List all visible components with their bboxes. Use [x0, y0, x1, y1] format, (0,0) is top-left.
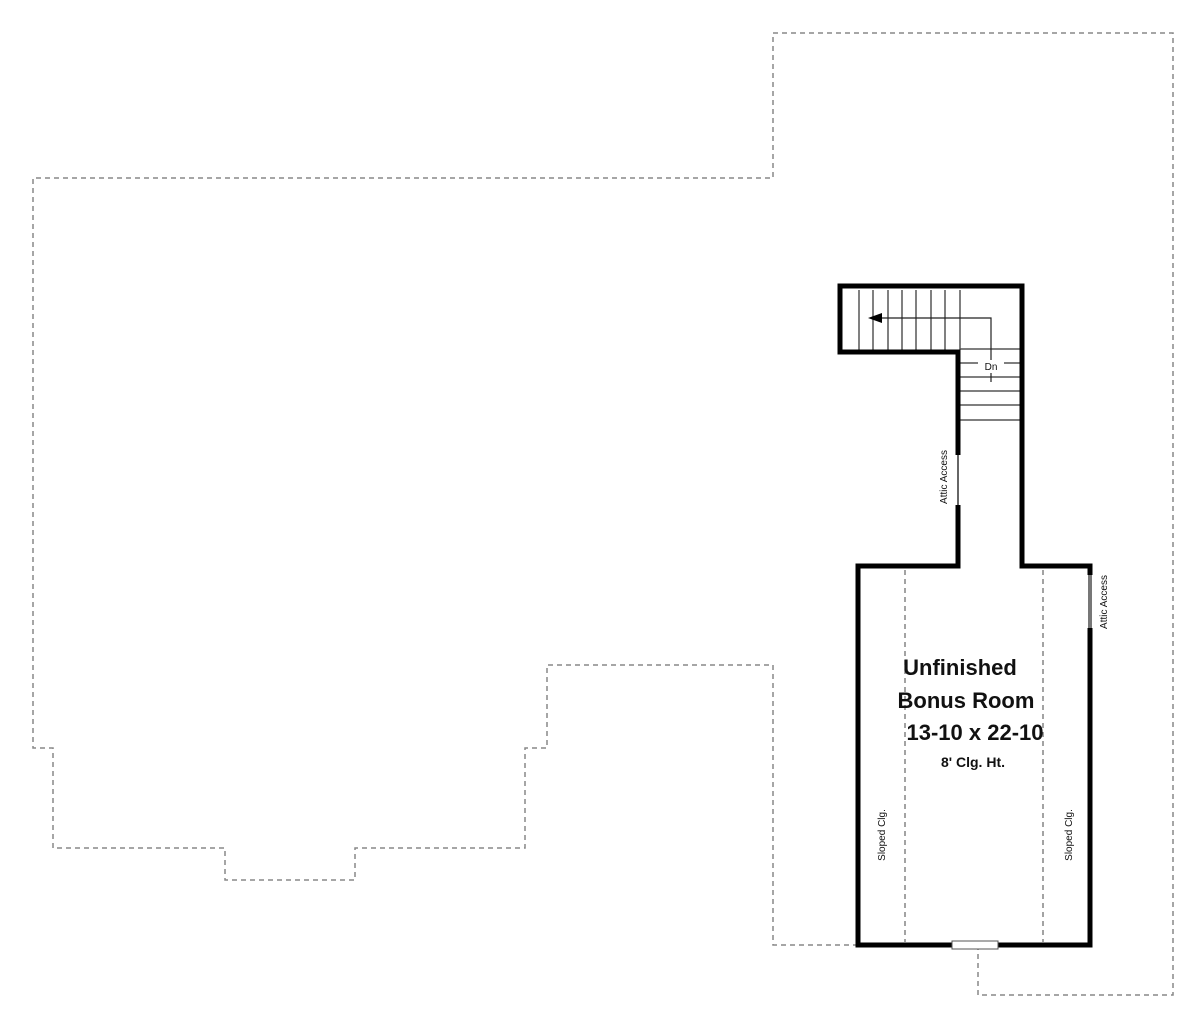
stairs-down-label: Dn [985, 362, 998, 373]
sloped-ceiling-right-label: Sloped Clg. [1064, 809, 1075, 861]
window [951, 940, 999, 950]
attic-access-left-label: Attic Access [939, 450, 950, 504]
lower-floor-outline [32, 32, 1174, 996]
attic-access-right-label: Attic Access [1099, 575, 1110, 629]
room-dimensions: 13-10 x 22-10 [907, 720, 1044, 745]
stair-treads [858, 290, 1020, 421]
sloped-ceiling-left-label: Sloped Clg. [877, 809, 888, 861]
stair-arrow-icon [868, 313, 992, 382]
room-name-line2: Bonus Room [898, 688, 1035, 713]
walls [837, 283, 1093, 948]
sloped-ceiling-lines [904, 570, 1044, 942]
room-ceiling-height: 8' Clg. Ht. [941, 754, 1005, 770]
room-name-line1: Unfinished [903, 655, 1017, 680]
